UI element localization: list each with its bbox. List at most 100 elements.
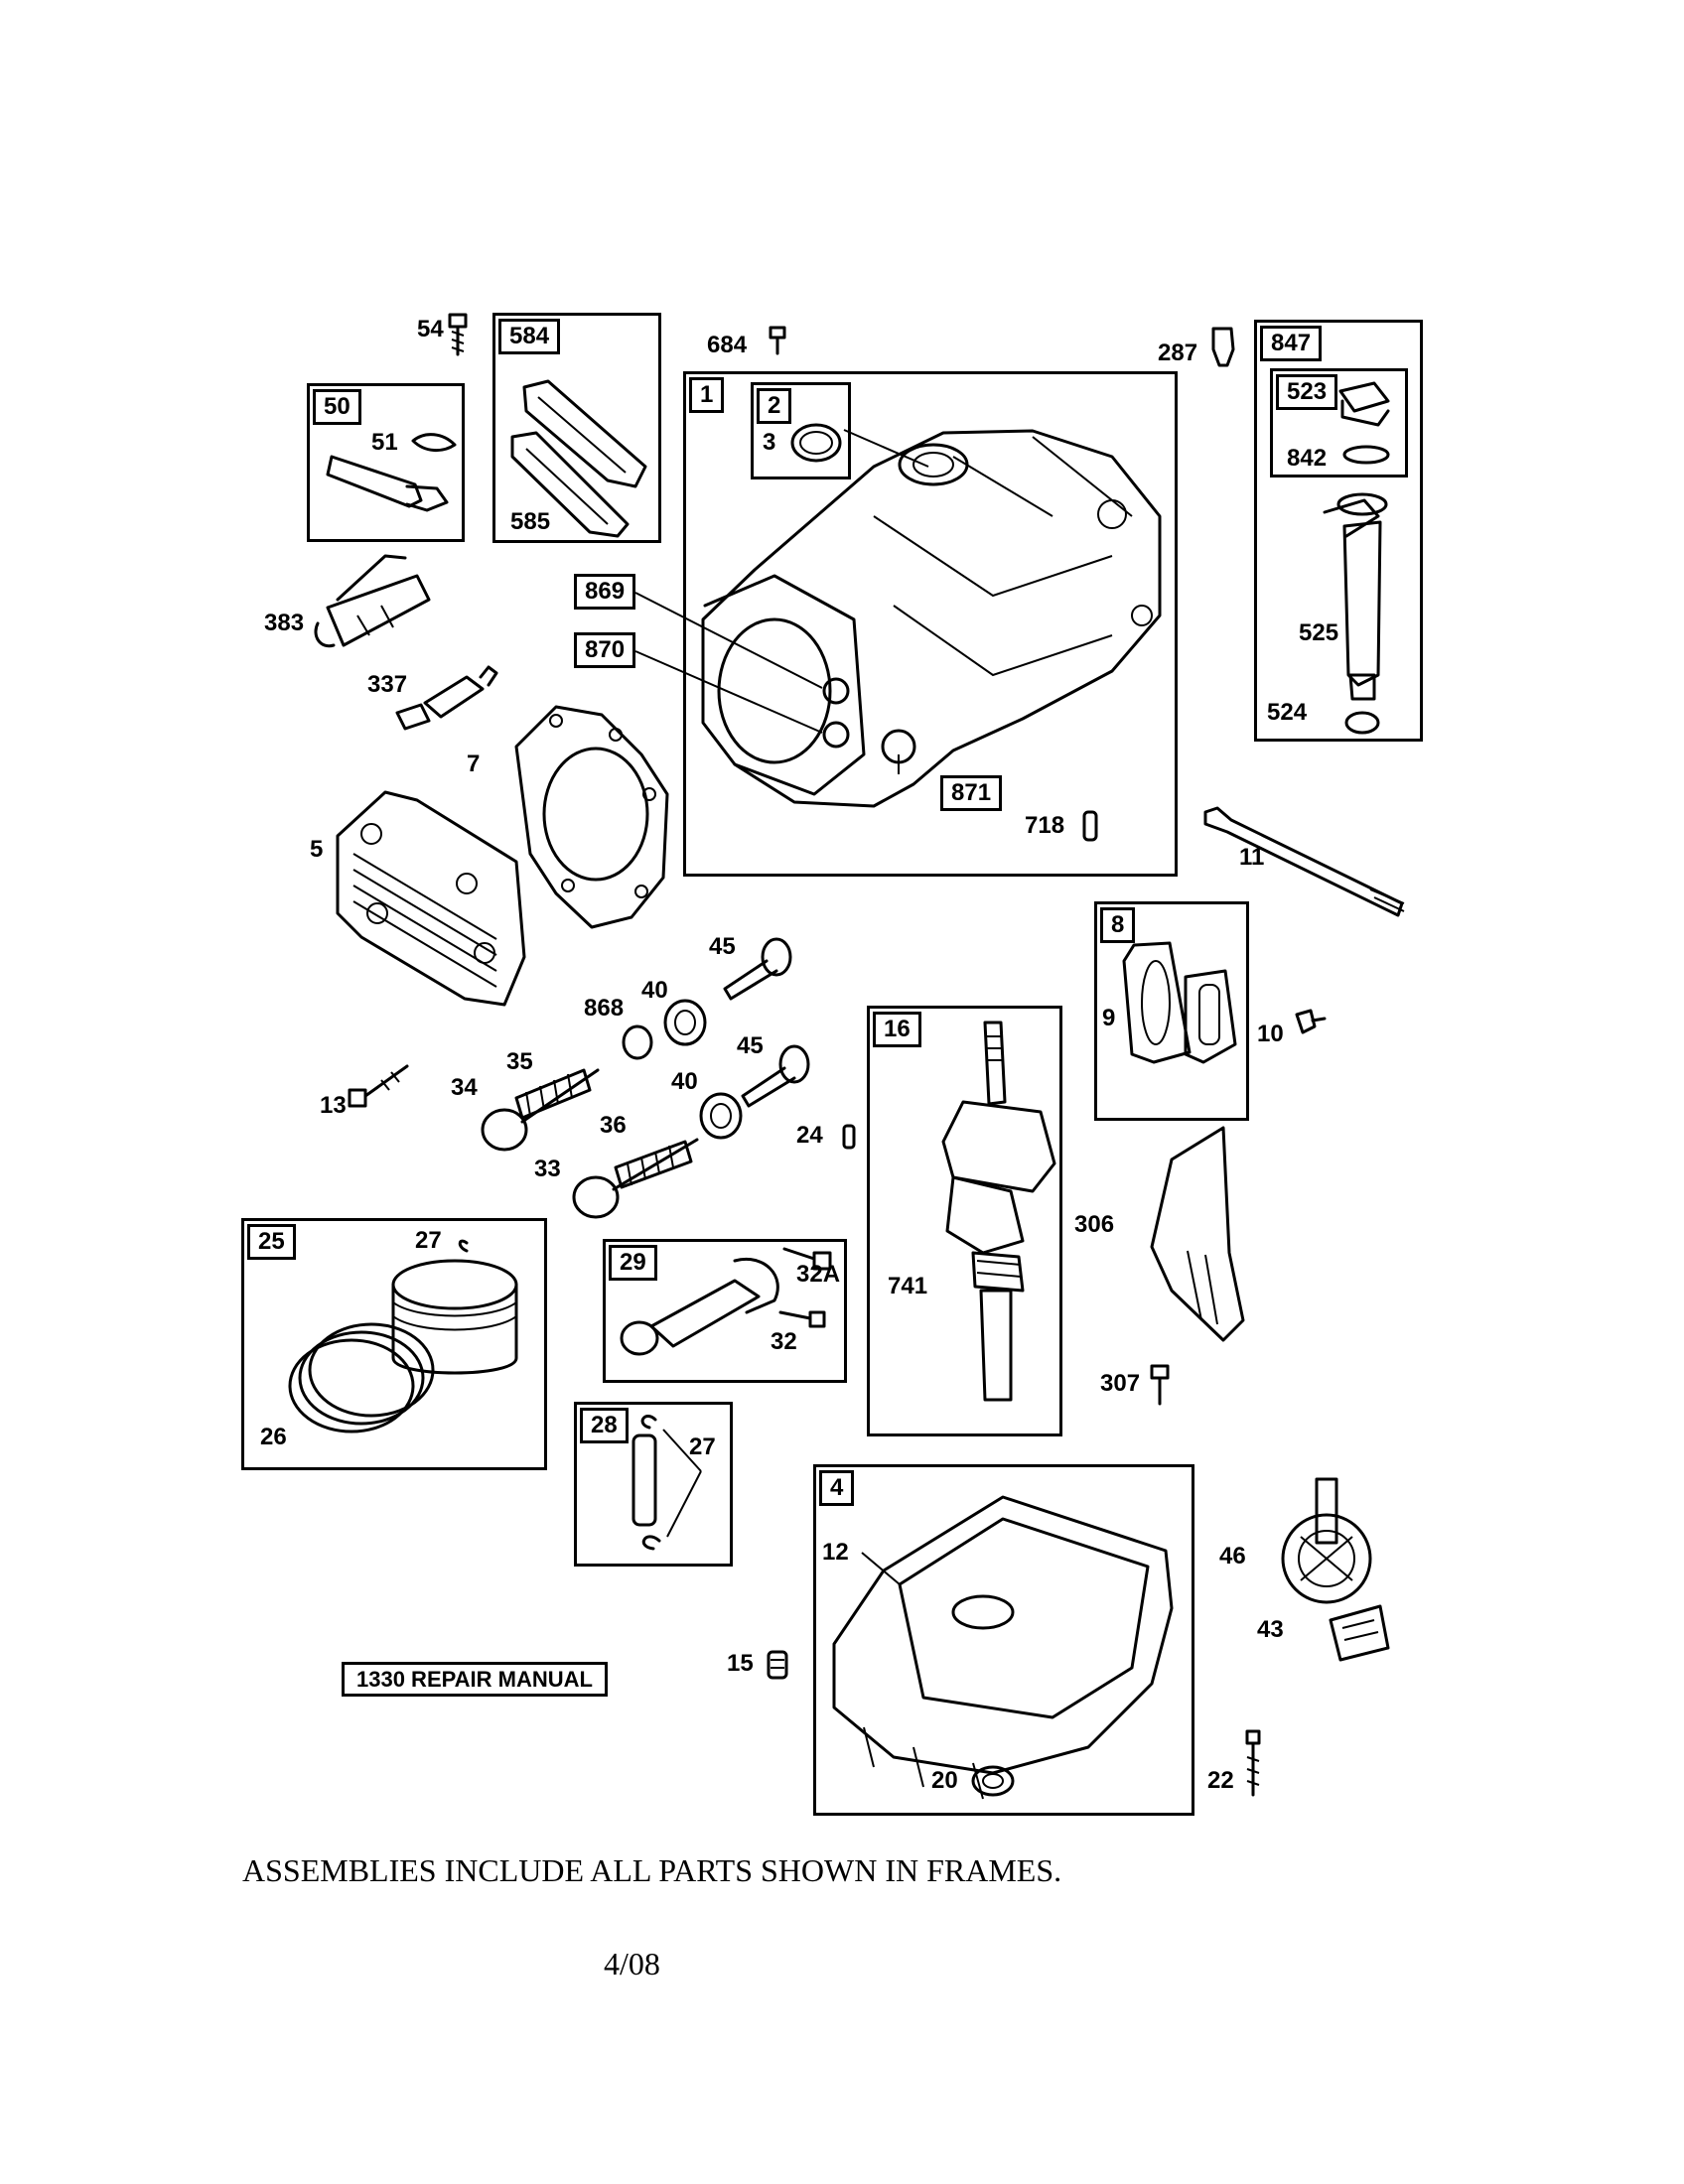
breather-cover-8-icon [1184, 969, 1237, 1064]
governor-43-icon [1329, 1604, 1390, 1662]
label-307: 307 [1100, 1370, 1141, 1397]
label-33: 33 [534, 1156, 561, 1182]
label-287: 287 [1158, 340, 1198, 366]
frame-1-tag: 1 [689, 377, 725, 413]
frame-28-tag: 28 [580, 1408, 629, 1443]
valve-33-icon [572, 1138, 699, 1219]
revision-date: 4/08 [604, 1946, 660, 1981]
label-10: 10 [1257, 1021, 1284, 1047]
frame-584-tag: 584 [498, 319, 561, 354]
label-524: 524 [1267, 699, 1308, 726]
label-51: 51 [371, 429, 398, 456]
frame-8-tag: 8 [1100, 907, 1136, 943]
repair-manual-box: 1330 REPAIR MANUAL [342, 1662, 608, 1697]
label-741: 741 [888, 1273, 928, 1299]
label-525: 525 [1299, 619, 1339, 646]
label-383: 383 [264, 610, 305, 636]
bolt-54-icon [448, 313, 468, 356]
frame-28: 28 [574, 1402, 733, 1567]
label-27b: 27 [689, 1433, 716, 1460]
frame-847-tag: 847 [1260, 326, 1323, 361]
cylinder-head-5-icon [336, 790, 526, 1007]
head-gasket-7-icon [514, 705, 669, 929]
seal-3-icon [790, 423, 842, 463]
valve-spring-36-icon [614, 1140, 693, 1189]
label-35: 35 [506, 1048, 533, 1075]
dowel-24-icon [842, 1124, 856, 1150]
valve-45a-icon [723, 937, 792, 1001]
assemblies-note: ASSEMBLIES INCLUDE ALL PARTS SHOWN IN FR… [242, 1852, 1062, 1888]
label-36: 36 [600, 1112, 627, 1139]
label-20: 20 [931, 1767, 958, 1794]
frame-8: 8 [1094, 901, 1249, 1121]
label-12: 12 [822, 1539, 849, 1566]
label-337: 337 [367, 671, 408, 698]
label-24: 24 [796, 1122, 823, 1149]
wrist-pin-clip-27a-icon [458, 1239, 469, 1253]
label-22: 22 [1207, 1767, 1234, 1794]
label-40a: 40 [641, 977, 668, 1004]
plug-287-icon [1211, 327, 1235, 367]
valve-seal-40b-icon [699, 1092, 743, 1140]
frame-847: 847 [1254, 320, 1423, 742]
breather-383-icon [314, 554, 431, 648]
label-46: 46 [1219, 1543, 1246, 1570]
frame-4: 4 [813, 1464, 1194, 1816]
valve-45b-icon [741, 1044, 810, 1108]
bolt-32-icon [778, 1310, 826, 1328]
cylinder-block-1-icon [701, 429, 1162, 808]
screw-307-icon [1150, 1364, 1170, 1406]
label-26: 26 [260, 1424, 287, 1450]
label-13: 13 [320, 1092, 347, 1119]
bolt-22-icon [1245, 1729, 1261, 1797]
label-868: 868 [584, 995, 625, 1022]
valve-34-icon [481, 1068, 600, 1152]
label-9: 9 [1102, 1005, 1116, 1031]
breather-tube-51-icon [326, 433, 457, 512]
label-45a: 45 [709, 933, 736, 960]
connecting-rod-29-icon [620, 1258, 779, 1356]
label-27a: 27 [415, 1227, 442, 1254]
frame-50: 50 [307, 383, 465, 542]
frame-29-tag: 29 [609, 1245, 657, 1281]
frame-523: 523 [1270, 368, 1408, 478]
label-32: 32 [771, 1328, 797, 1355]
label-306: 306 [1074, 1211, 1115, 1238]
label-7: 7 [467, 751, 481, 777]
frame-16-tag: 16 [873, 1012, 921, 1047]
label-45b: 45 [737, 1032, 764, 1059]
wrist-pin-28-icon [632, 1415, 702, 1551]
label-842: 842 [1287, 445, 1328, 472]
boxed-part-871: 871 [940, 775, 1003, 811]
piston-rings-26-icon [288, 1322, 435, 1433]
frame-25: 25 [241, 1218, 547, 1470]
boxed-part-870: 870 [574, 632, 636, 668]
spark-plug-337-icon [395, 665, 498, 731]
valve-spring-35-icon [514, 1068, 592, 1120]
breather-gasket-9-icon [1122, 941, 1192, 1064]
label-40b: 40 [671, 1068, 698, 1095]
piston-25-icon [391, 1259, 518, 1375]
frame-1: 1 [683, 371, 1178, 877]
label-54: 54 [417, 316, 444, 342]
tube-11-icon [1203, 806, 1405, 917]
frame-4-tag: 4 [819, 1470, 855, 1506]
frame-523-tag: 523 [1276, 374, 1338, 410]
bolt-13-icon [348, 1064, 409, 1108]
boxed-part-869: 869 [574, 574, 636, 610]
label-34: 34 [451, 1074, 478, 1101]
label-32A: 32A [796, 1261, 841, 1288]
washer-868-icon [622, 1024, 653, 1060]
sump-4-icon [832, 1495, 1174, 1800]
plug-15-icon [767, 1650, 788, 1680]
frame-16: 16 [867, 1006, 1062, 1436]
dowel-718-icon [1082, 810, 1098, 842]
frame-50-tag: 50 [313, 389, 361, 425]
valve-seal-40a-icon [663, 999, 707, 1046]
oil-seal-20-icon [971, 1765, 1015, 1797]
screw-10-icon [1295, 1009, 1327, 1034]
air-guide-306-icon [1150, 1126, 1245, 1342]
frame-584: 584 [492, 313, 661, 543]
label-585: 585 [510, 508, 551, 535]
